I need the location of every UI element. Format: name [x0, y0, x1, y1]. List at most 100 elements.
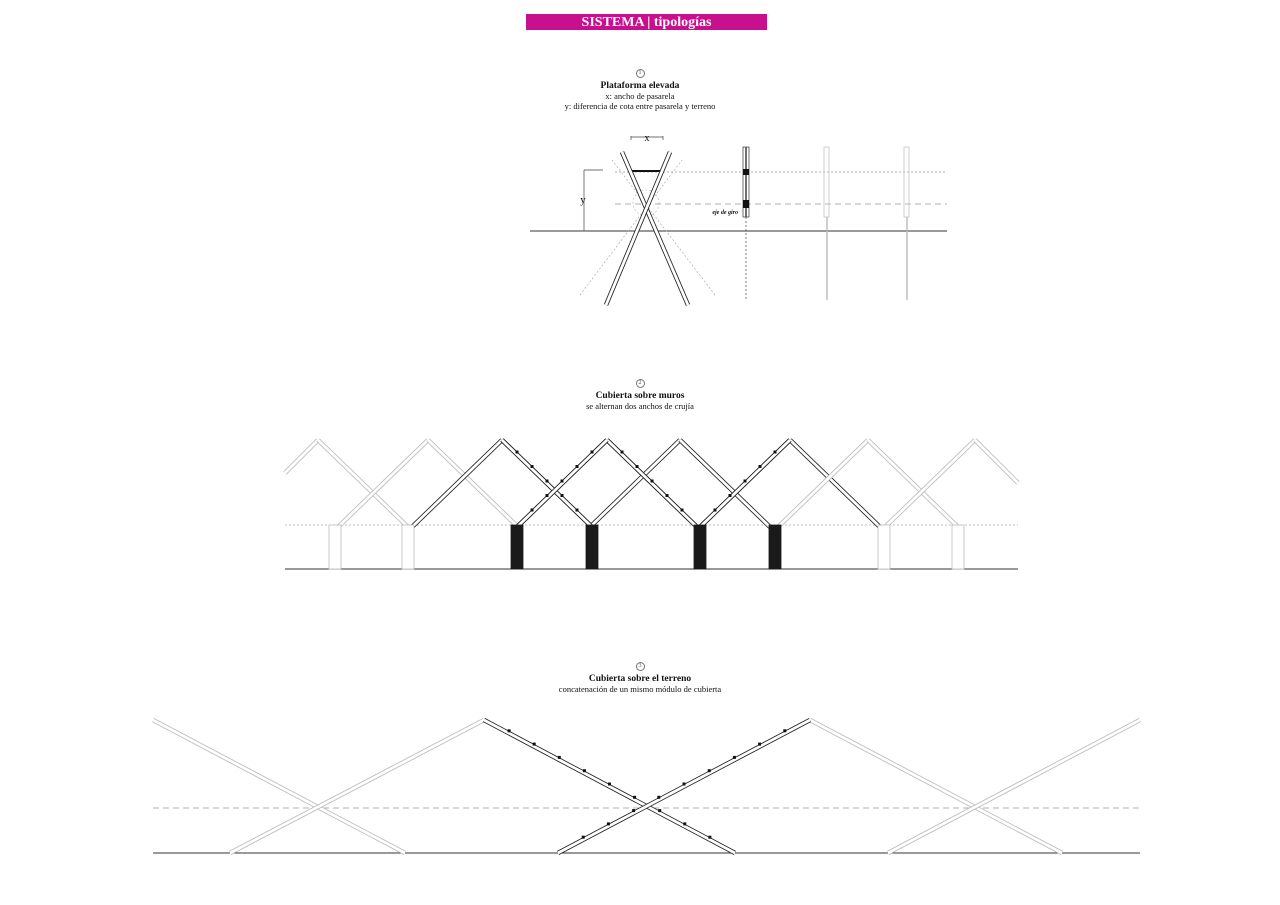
wall-solid — [585, 524, 599, 570]
beam-connector — [632, 809, 636, 813]
beam-connector — [713, 508, 717, 512]
beam-inner — [483, 718, 736, 855]
dimension-y — [581, 169, 603, 232]
roof-beams-ground — [151, 718, 1142, 855]
section-title: Plataforma elevada — [600, 81, 680, 91]
beam-connector — [582, 769, 586, 773]
beam-connector — [657, 795, 661, 799]
beam-connector — [758, 465, 762, 468]
label-pivot-axis: eje de giro — [712, 210, 738, 216]
beam-connector — [575, 465, 579, 468]
section-caption: concatenación de un mismo módulo de cubi… — [558, 684, 722, 694]
beam-connector — [557, 755, 561, 759]
section-3-heading: 3 Cubierta sobre el terreno concatenació… — [0, 659, 1280, 694]
beam-connector — [560, 494, 564, 497]
section-2-drawing — [285, 524, 1018, 570]
platform-beams — [603, 151, 691, 306]
beam-connector — [683, 822, 687, 826]
rotation-guide — [611, 159, 716, 296]
section-caption: x: ancho de pasarela — [605, 91, 675, 101]
beam-connector — [665, 494, 669, 497]
page-title-banner: SISTEMA | tipologías — [526, 14, 767, 30]
folded-module-side-view — [742, 146, 750, 300]
beam-connector — [560, 479, 564, 483]
section-number: 2 — [635, 379, 645, 388]
beam-inner — [777, 438, 869, 529]
beam-connector — [515, 450, 519, 454]
beam-connector — [532, 742, 536, 746]
section-2-heading: 2 Cubierta sobre muros se alternan dos a… — [0, 376, 1280, 411]
beam-connector — [708, 835, 712, 839]
beam-connector — [743, 479, 747, 483]
label-y: y — [580, 194, 586, 206]
section-caption: y: diferencia de cota entre pasarela y t… — [564, 101, 716, 111]
pivot-circle — [632, 189, 660, 217]
beam-connector — [608, 782, 611, 786]
beam-connector — [530, 508, 534, 512]
beam-inner — [427, 438, 519, 529]
section-number: 1 — [635, 69, 645, 78]
beam-inner — [699, 438, 791, 529]
beam-inner — [809, 718, 1063, 855]
beam-connector — [680, 508, 684, 512]
beam-connector — [650, 479, 654, 483]
beam-inner — [887, 718, 1141, 855]
roof-beams-walls — [283, 438, 1020, 529]
beam-inner — [867, 438, 959, 529]
beam-inner — [604, 151, 672, 306]
beam-connector — [581, 835, 585, 839]
beam-connector — [545, 479, 549, 483]
beam-connector — [758, 742, 762, 746]
wall-light — [877, 524, 891, 570]
beam-connector — [545, 494, 549, 497]
beam-inner — [789, 438, 881, 529]
folded-module-side-view-light — [823, 146, 910, 300]
beam-inner — [589, 438, 681, 529]
wall-solid — [768, 524, 782, 570]
beam-connector — [732, 755, 736, 759]
beam-inner — [317, 438, 409, 529]
beam-connector — [507, 729, 511, 733]
wall-solid — [510, 524, 524, 570]
section-caption: se alternan dos anchos de crujía — [586, 401, 694, 411]
wall-light — [328, 524, 342, 570]
beam-connector — [783, 729, 787, 733]
section-number: 3 — [635, 662, 645, 671]
beam-connector — [575, 508, 579, 512]
beam-inner — [516, 438, 608, 529]
section-1-drawing: x y eje de giro — [530, 133, 947, 300]
rotation-guide — [579, 159, 683, 296]
beam-connector — [728, 494, 732, 497]
section-1-heading: 1 Plataforma elevada x: ancho de pasarel… — [0, 66, 1280, 111]
section-title: Cubierta sobre muros — [595, 391, 685, 401]
beam-connector — [773, 450, 777, 454]
beam-inner — [411, 438, 503, 529]
label-x: x — [645, 133, 650, 144]
beam-inner — [501, 438, 593, 529]
beam-inner — [679, 438, 771, 529]
beam-connector — [682, 782, 686, 786]
wall-solid — [693, 524, 707, 570]
beam-inner — [606, 438, 698, 529]
beam-connector — [530, 465, 534, 468]
wall-light — [401, 524, 415, 570]
dimension-x — [630, 136, 664, 140]
beam-inner — [620, 151, 690, 306]
wall-light — [951, 524, 965, 570]
beam-connector — [633, 795, 637, 799]
beam-inner — [974, 439, 1019, 484]
beam-inner — [557, 718, 811, 855]
beam-inner — [152, 718, 406, 855]
beam-connector — [635, 465, 639, 468]
beam-connector — [707, 769, 711, 773]
walls — [328, 524, 965, 570]
beam-connector — [620, 450, 624, 454]
beam-inner — [284, 439, 319, 474]
section-title: Cubierta sobre el terreno — [588, 674, 692, 684]
beam-inner — [229, 718, 485, 855]
beam-connector — [590, 450, 594, 454]
beam-connector — [606, 822, 610, 826]
beam-inner — [337, 438, 429, 529]
beam-inner — [884, 438, 976, 529]
